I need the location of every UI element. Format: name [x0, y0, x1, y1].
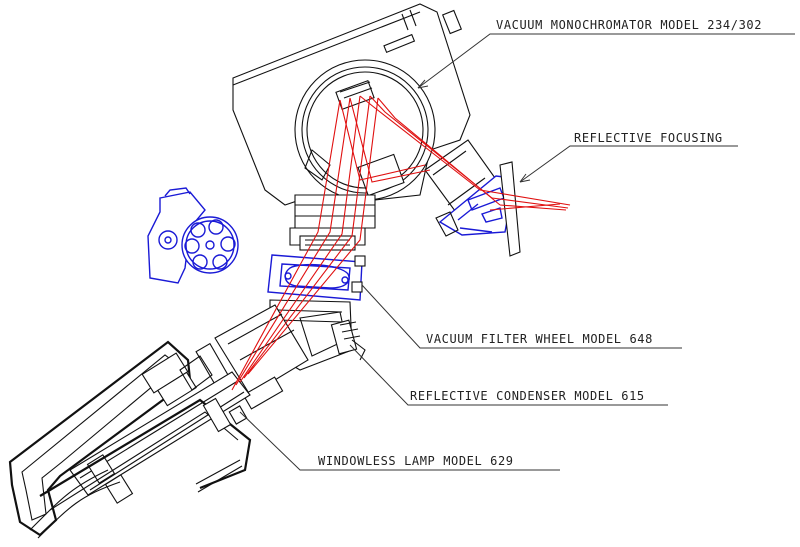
leader-condenser [349, 344, 668, 406]
leader-focusing [519, 145, 738, 183]
ray-10 [377, 97, 501, 206]
ray-8 [359, 95, 481, 191]
leader-lines [239, 33, 795, 471]
label-focusing: REFLECTIVE FOCUSING [574, 131, 723, 145]
light-rays [231, 95, 571, 391]
ray-6 [339, 99, 426, 181]
ray-3 [239, 95, 361, 383]
focusing-assembly [435, 161, 521, 257]
filter-wheel-detail [147, 187, 239, 284]
ray-13 [499, 204, 567, 211]
label-filter-wheel: VACUUM FILTER WHEEL MODEL 648 [426, 332, 653, 346]
filter-wheel-disc [181, 216, 239, 274]
ray-1 [231, 99, 341, 391]
label-lamp: WINDOWLESS LAMP MODEL 629 [318, 454, 514, 468]
grating-mount [335, 80, 375, 110]
label-monochromator: VACUUM MONOCHROMATOR MODEL 234/302 [496, 18, 762, 32]
leader-lamp [239, 411, 560, 471]
focusing-exit-flange [499, 161, 521, 257]
ray-14 [489, 203, 561, 211]
ray-11 [479, 189, 571, 206]
ray-4 [243, 95, 371, 379]
ray-5 [247, 97, 379, 375]
leader-monochromator [417, 33, 795, 89]
ray-12 [491, 197, 569, 209]
label-condenser: REFLECTIVE CONDENSER MODEL 615 [410, 389, 645, 403]
leader-filter-wheel [361, 284, 682, 349]
filter-wheel-assembly [267, 254, 366, 301]
ray-2 [235, 97, 351, 386]
ray-7 [349, 97, 431, 183]
